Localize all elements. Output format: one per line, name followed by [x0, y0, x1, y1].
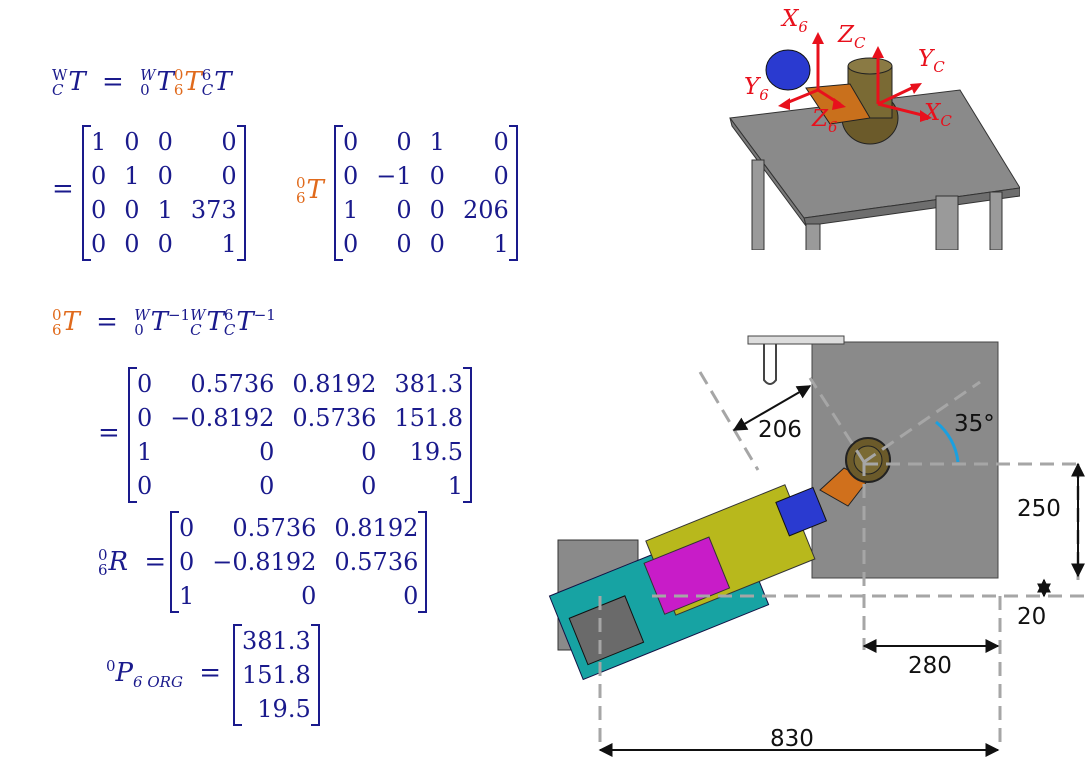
equals-sign: =	[102, 67, 124, 97]
dim-206-arrow	[732, 385, 812, 431]
table-leg	[935, 195, 959, 250]
position-label: 0P6 ORG =	[106, 657, 221, 691]
equals-T06: =	[98, 418, 120, 448]
table-leg	[805, 223, 821, 250]
table-top-view	[811, 341, 999, 579]
frame-label-x6: X6	[782, 6, 808, 36]
frame-label-z6: Z6	[812, 106, 838, 136]
dim-label-angle: 35°	[954, 411, 995, 437]
table-leg	[989, 191, 1003, 250]
dim-label-280: 280	[908, 653, 952, 679]
robot-wrist-blue	[775, 486, 828, 537]
fixture-hook	[763, 344, 777, 385]
end-effector-blue	[765, 49, 811, 91]
dim-label-206: 206	[758, 417, 802, 443]
dim-label-830: 830	[770, 726, 814, 752]
bracket-right	[236, 125, 246, 261]
table-leg	[751, 159, 765, 250]
robot-motor-gray	[568, 595, 645, 666]
bracket-left	[82, 125, 91, 261]
frame-label-y6: Y6	[744, 74, 769, 104]
dim-label-250: 250	[1017, 496, 1061, 522]
frame-label-zc: ZC	[838, 22, 866, 52]
camera-frame-3d-view	[729, 32, 1020, 250]
lhs-symbol: T	[68, 67, 86, 97]
t1-symbol: T	[156, 67, 174, 97]
fixture-plate	[747, 335, 845, 345]
vector-P: 381.3 151.8 19.5	[233, 624, 320, 726]
t3-symbol: T	[214, 67, 232, 97]
angle-arc	[935, 420, 960, 463]
equals-row2: =	[52, 174, 74, 204]
dim-label-20: 20	[1017, 604, 1047, 630]
frame-label-xc: XC	[924, 100, 952, 130]
frame-label-yc: YC	[918, 46, 945, 76]
robot-top-view	[548, 335, 1088, 757]
t2-symbol: T	[184, 67, 202, 97]
